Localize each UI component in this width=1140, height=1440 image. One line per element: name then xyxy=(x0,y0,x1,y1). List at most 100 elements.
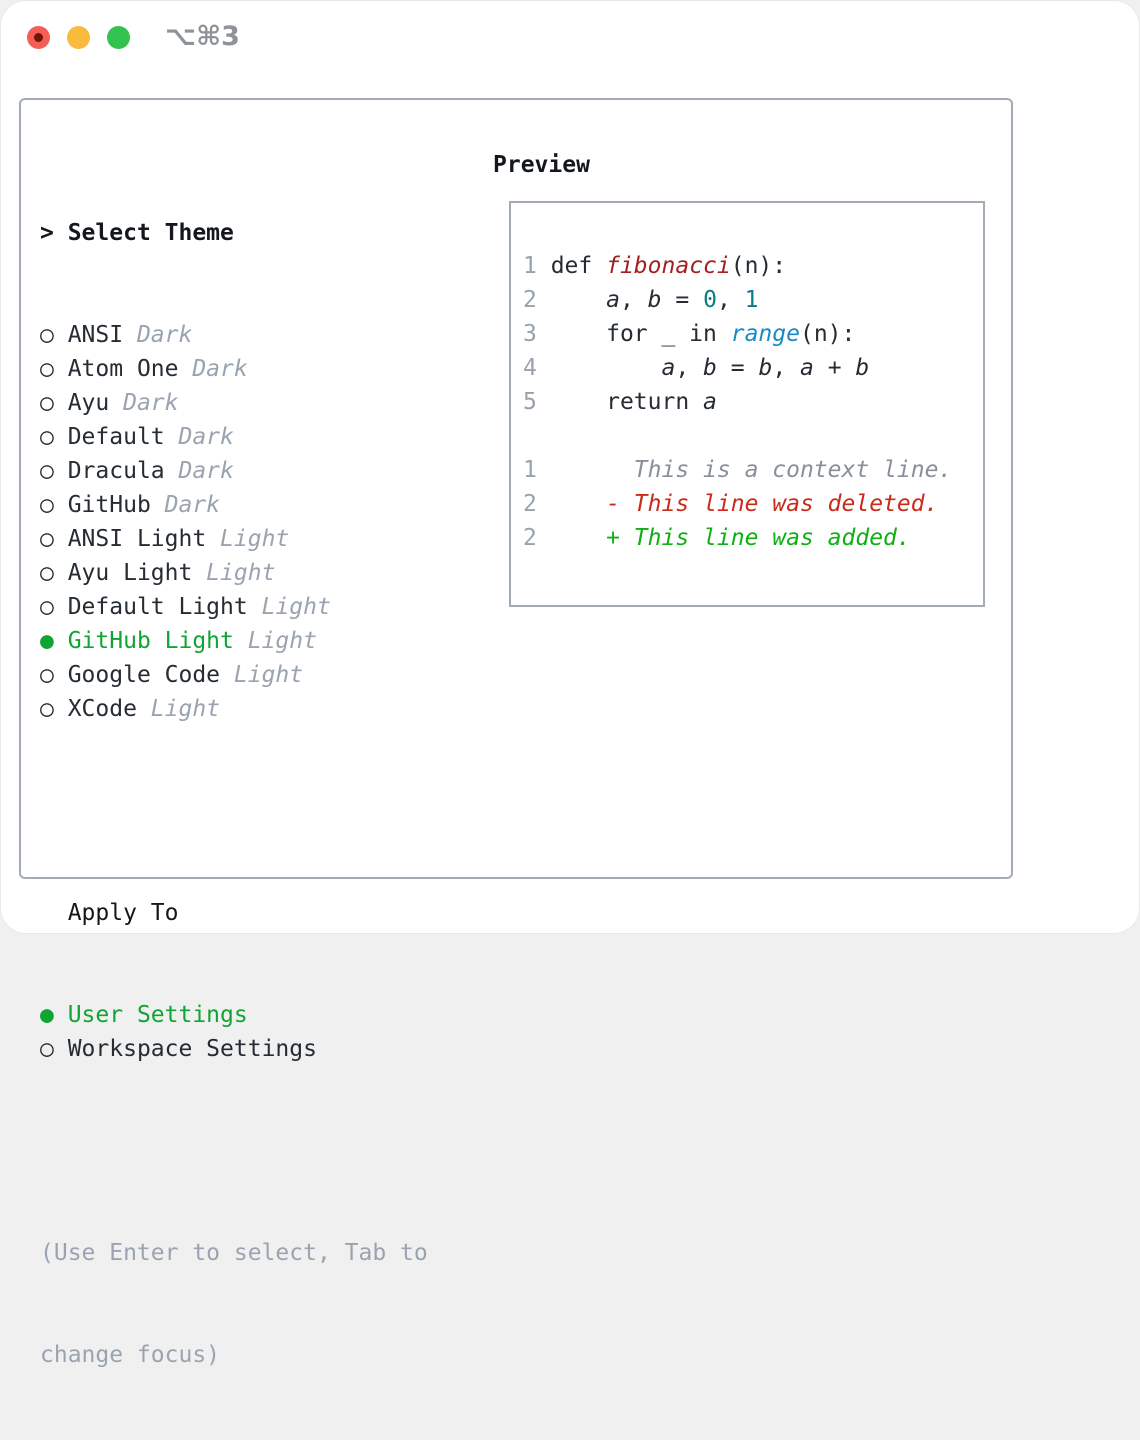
code-segment-code: + xyxy=(813,355,856,381)
code-line: 1 This is a context line. xyxy=(523,453,983,487)
code-segment-var: a xyxy=(703,389,717,415)
code-segment-context: This is a context line. xyxy=(536,457,953,483)
radio-selected-icon: ● xyxy=(40,1002,68,1028)
close-button[interactable] xyxy=(27,26,50,49)
code-segment-code: (n): xyxy=(799,321,856,347)
apply-option-user-settings[interactable]: ● User Settings xyxy=(40,998,428,1032)
apply-option-label: Workspace Settings xyxy=(67,1036,317,1062)
apply-option-label: User Settings xyxy=(67,1002,248,1028)
window-title: ⌥⌘3 xyxy=(165,21,240,52)
spacer xyxy=(40,794,428,828)
radio-unselected-icon: ○ xyxy=(40,594,68,620)
code-segment-code: return xyxy=(536,389,704,415)
zoom-button[interactable] xyxy=(107,26,130,49)
code-segment-var: b xyxy=(647,287,662,313)
theme-name: GitHub xyxy=(67,492,151,518)
code-segment-code: = xyxy=(716,355,759,381)
code-segment-code: , xyxy=(619,287,648,313)
radio-unselected-icon: ○ xyxy=(40,526,68,552)
code-segment-code: , xyxy=(675,355,704,381)
theme-option-default-light[interactable]: ○ Default Light Light xyxy=(40,590,428,624)
theme-option-ansi[interactable]: ○ ANSI Dark xyxy=(40,318,428,352)
code-line: 2 + This line was added. xyxy=(523,521,983,555)
theme-variant-tag: Dark xyxy=(109,390,179,416)
code-segment-builtin: range xyxy=(730,321,800,347)
theme-variant-tag: Dark xyxy=(150,492,221,518)
line-number: 2 xyxy=(523,491,537,517)
hint-text-line2: change focus) xyxy=(40,1342,221,1368)
theme-variant-tag: Dark xyxy=(178,356,248,382)
radio-unselected-icon: ○ xyxy=(40,560,68,586)
code-segment-var: a xyxy=(800,355,814,381)
line-number: 4 xyxy=(523,355,537,381)
theme-name: Ayu Light xyxy=(67,560,193,586)
theme-name: ANSI xyxy=(67,322,124,348)
radio-unselected-icon: ○ xyxy=(40,458,68,484)
theme-name: XCode xyxy=(67,696,137,722)
theme-name: Default Light xyxy=(67,594,248,620)
theme-option-ayu-light[interactable]: ○ Ayu Light Light xyxy=(40,556,428,590)
theme-name: Ayu xyxy=(67,390,110,416)
theme-variant-tag: Light xyxy=(247,594,331,620)
theme-name: GitHub Light xyxy=(67,628,234,654)
code-segment-code: , xyxy=(772,355,801,381)
code-line: 1 def fibonacci(n): xyxy=(523,249,983,283)
radio-unselected-icon: ○ xyxy=(40,356,68,382)
theme-option-xcode[interactable]: ○ XCode Light xyxy=(40,692,428,726)
theme-variant-tag: Dark xyxy=(164,458,234,484)
line-number: 1 xyxy=(523,253,537,279)
main-panel: >Select Theme ○ ANSI Dark○ Atom One Dark… xyxy=(19,98,1013,1368)
select-theme-header: >Select Theme xyxy=(40,216,428,250)
radio-unselected-icon: ○ xyxy=(40,424,68,450)
code-segment-var: a xyxy=(606,287,620,313)
code-segment-code: def xyxy=(536,253,607,279)
line-number: 5 xyxy=(523,389,537,415)
theme-option-github-light[interactable]: ● GitHub Light Light xyxy=(40,624,428,658)
code-line: 3 for _ in range(n): xyxy=(523,317,983,351)
title-bar: ⌥⌘3 xyxy=(0,0,1140,72)
code-segment-var: b xyxy=(703,355,717,381)
code-segment-code: = xyxy=(661,287,704,313)
theme-option-default[interactable]: ○ Default Dark xyxy=(40,420,428,454)
theme-name: Google Code xyxy=(67,662,221,688)
theme-variant-tag: Dark xyxy=(164,424,234,450)
code-segment-code xyxy=(537,525,606,551)
traffic-lights xyxy=(27,26,130,49)
radio-unselected-icon: ○ xyxy=(40,1036,68,1062)
theme-option-dracula[interactable]: ○ Dracula Dark xyxy=(40,454,428,488)
minimize-button[interactable] xyxy=(67,26,90,49)
line-number: 2 xyxy=(523,525,537,551)
theme-variant-tag: Dark xyxy=(123,322,193,348)
code-line: 4 a, b = b, a + b xyxy=(523,351,983,385)
code-segment-code: (n): xyxy=(730,253,787,279)
theme-option-atom-one[interactable]: ○ Atom One Dark xyxy=(40,352,428,386)
theme-option-ayu[interactable]: ○ Ayu Dark xyxy=(40,386,428,420)
theme-option-github[interactable]: ○ GitHub Dark xyxy=(40,488,428,522)
theme-variant-tag: Light xyxy=(233,628,317,654)
code-segment-number: 1 xyxy=(744,287,759,313)
spacer xyxy=(40,1134,428,1168)
theme-variant-tag: Light xyxy=(206,526,290,552)
theme-variant-tag: Light xyxy=(220,662,304,688)
apply-option-workspace-settings[interactable]: ○ Workspace Settings xyxy=(40,1032,428,1066)
theme-name: Atom One xyxy=(67,356,179,382)
radio-selected-icon: ● xyxy=(40,628,68,654)
theme-option-ansi-light[interactable]: ○ ANSI Light Light xyxy=(40,522,428,556)
line-number: 2 xyxy=(523,287,537,313)
radio-unselected-icon: ○ xyxy=(40,662,68,688)
code-segment-code xyxy=(537,287,606,313)
code-line: 2 a, b = 0, 1 xyxy=(523,283,983,317)
code-segment-code xyxy=(537,491,606,517)
code-segment-var: a xyxy=(661,355,676,381)
code-segment-var: b xyxy=(758,355,773,381)
theme-list: ○ ANSI Dark○ Atom One Dark○ Ayu Dark○ De… xyxy=(40,318,428,726)
theme-option-google-code[interactable]: ○ Google Code Light xyxy=(40,658,428,692)
radio-unselected-icon: ○ xyxy=(40,390,68,416)
code-segment-func: fibonacci xyxy=(606,253,731,279)
selection-pointer-icon: > xyxy=(40,220,54,246)
radio-unselected-icon: ○ xyxy=(40,492,68,518)
code-segment-var: b xyxy=(855,355,870,381)
theme-variant-tag: Light xyxy=(192,560,276,586)
